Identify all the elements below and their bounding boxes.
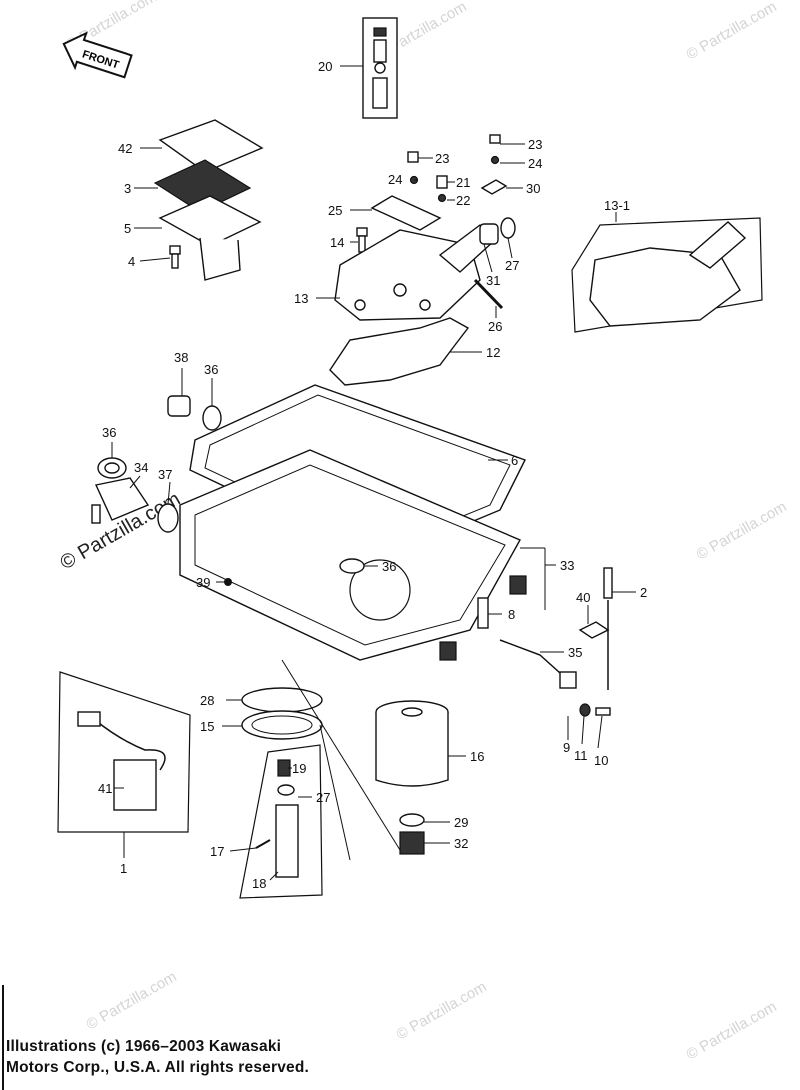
callout-36: 36 [102, 425, 116, 440]
callout-13-1: 13-1 [604, 198, 630, 213]
callout-40: 40 [576, 590, 590, 605]
callout-13: 13 [294, 291, 308, 306]
callout-24: 24 [528, 156, 542, 171]
callout-23: 23 [435, 151, 449, 166]
callout-36: 36 [204, 362, 218, 377]
copyright-notice: Illustrations (c) 1966–2003 Kawasaki Mot… [6, 1036, 309, 1078]
left-border-rule [2, 985, 4, 1090]
callout-22: 22 [456, 193, 470, 208]
callout-11: 11 [574, 748, 588, 763]
watermark: © Partzilla.com [394, 978, 490, 1043]
callout-37: 37 [158, 467, 172, 482]
part-14-bolt [356, 227, 368, 253]
part-5-breather-body [158, 195, 262, 281]
callout-15: 15 [200, 719, 214, 734]
callout-32: 32 [454, 836, 468, 851]
callout-41: 41 [98, 781, 112, 796]
part-12-gasket [329, 317, 470, 386]
callout-20: 20 [318, 59, 332, 74]
callout-26: 26 [488, 319, 502, 334]
callout-42: 42 [118, 141, 132, 156]
callout-18: 18 [252, 876, 266, 891]
callout-33: 33 [560, 558, 574, 573]
callout-31: 31 [486, 273, 500, 288]
callout-35: 35 [568, 645, 582, 660]
leader-lines [111, 65, 636, 881]
part-38-plug [167, 395, 222, 431]
part-3-screen [153, 159, 252, 213]
watermark: © Partzilla.com [684, 998, 780, 1063]
callout-27: 27 [316, 790, 330, 805]
front-arrow: FRONT [62, 31, 133, 79]
watermark: © Partzilla.com [684, 0, 780, 63]
callout-6: 6 [511, 453, 518, 468]
callout-2: 2 [640, 585, 647, 600]
part-25-cover [370, 195, 442, 231]
part-17-19-27-18-bolt [239, 744, 323, 899]
callout-8: 8 [508, 607, 515, 622]
part-28-15-cover [241, 687, 323, 740]
callout-10: 10 [594, 753, 608, 768]
callout-39: 39 [196, 575, 210, 590]
callout-21: 21 [456, 175, 470, 190]
copyright-line-2: Motors Corp., U.S.A. All rights reserved… [6, 1059, 310, 1076]
small-fasteners [407, 134, 508, 203]
part-29-32 [399, 813, 425, 855]
callout-17: 17 [210, 844, 224, 859]
leader-line [281, 659, 401, 851]
callout-24: 24 [388, 172, 402, 187]
callout-12: 12 [486, 345, 500, 360]
callout-9: 9 [563, 740, 570, 755]
part-20-assembly [362, 17, 398, 119]
part-8-bolt [477, 597, 489, 629]
callout-34: 34 [134, 460, 148, 475]
part-13-1-alt-housing [571, 217, 763, 333]
callout-4: 4 [128, 254, 135, 269]
callout-labels: 20 42 3 5 4 23 24 21 22 23 24 30 25 14 1… [98, 59, 647, 891]
part-4-bolt [169, 245, 181, 269]
callout-19: 19 [292, 761, 306, 776]
callout-38: 38 [174, 350, 188, 365]
part-33-oil-pan [179, 449, 527, 661]
part-35-wire [499, 639, 611, 717]
leader-line [319, 724, 351, 861]
part-31-27 [473, 217, 516, 310]
callout-5: 5 [124, 221, 131, 236]
part-2-40-switch [578, 567, 613, 690]
callout-1: 1 [120, 861, 127, 876]
callout-36: 36 [382, 559, 396, 574]
part-42-gasket [158, 119, 264, 173]
part-41-sensor-box [57, 671, 191, 833]
callout-30: 30 [526, 181, 540, 196]
callout-14: 14 [330, 235, 344, 250]
callout-29: 29 [454, 815, 468, 830]
part-36-oring [339, 558, 365, 574]
callout-23: 23 [528, 137, 542, 152]
callout-25: 25 [328, 203, 342, 218]
callout-16: 16 [470, 749, 484, 764]
copyright-line-1: Illustrations (c) 1966–2003 Kawasaki [6, 1038, 282, 1055]
part-16-filter [375, 700, 449, 787]
watermark: © Partzilla.com [84, 968, 180, 1033]
callout-3: 3 [124, 181, 131, 196]
watermark: © Partzilla.com [694, 498, 790, 563]
callout-27: 27 [505, 258, 519, 273]
callout-28: 28 [200, 693, 214, 708]
